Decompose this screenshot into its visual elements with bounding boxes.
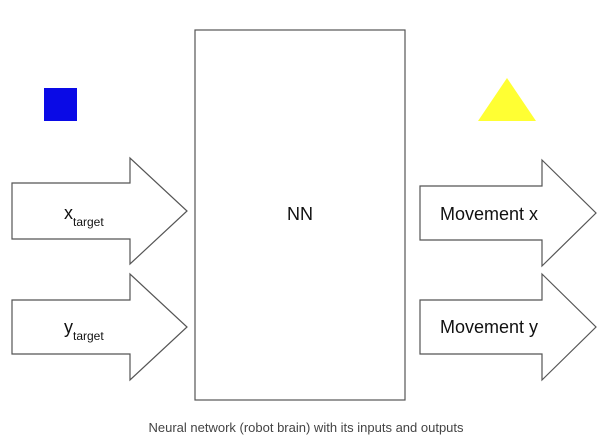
input-label-y: ytarget — [64, 317, 104, 343]
input-sub-y: target — [73, 329, 104, 343]
output-arrow-movement-x — [419, 158, 597, 268]
input-label-x: xtarget — [64, 203, 104, 229]
input-sub-x: target — [73, 215, 104, 229]
output-label-movement-x: Movement x — [440, 204, 538, 224]
input-arrow-y — [11, 272, 188, 382]
output-label-movement-y: Movement y — [440, 317, 538, 337]
input-main-y: y — [64, 317, 73, 337]
neural-network-diagram: NN xtarget ytarget Movement x Movement y — [11, 29, 597, 401]
nn-label: NN — [287, 204, 313, 224]
input-main-x: x — [64, 203, 73, 223]
input-arrow-x — [11, 156, 188, 266]
nn-box — [194, 29, 406, 401]
figure-caption: Neural network (robot brain) with its in… — [148, 420, 464, 435]
blue-square-icon — [44, 88, 77, 121]
output-arrow-movement-y — [419, 272, 597, 382]
yellow-triangle-icon — [478, 78, 536, 121]
